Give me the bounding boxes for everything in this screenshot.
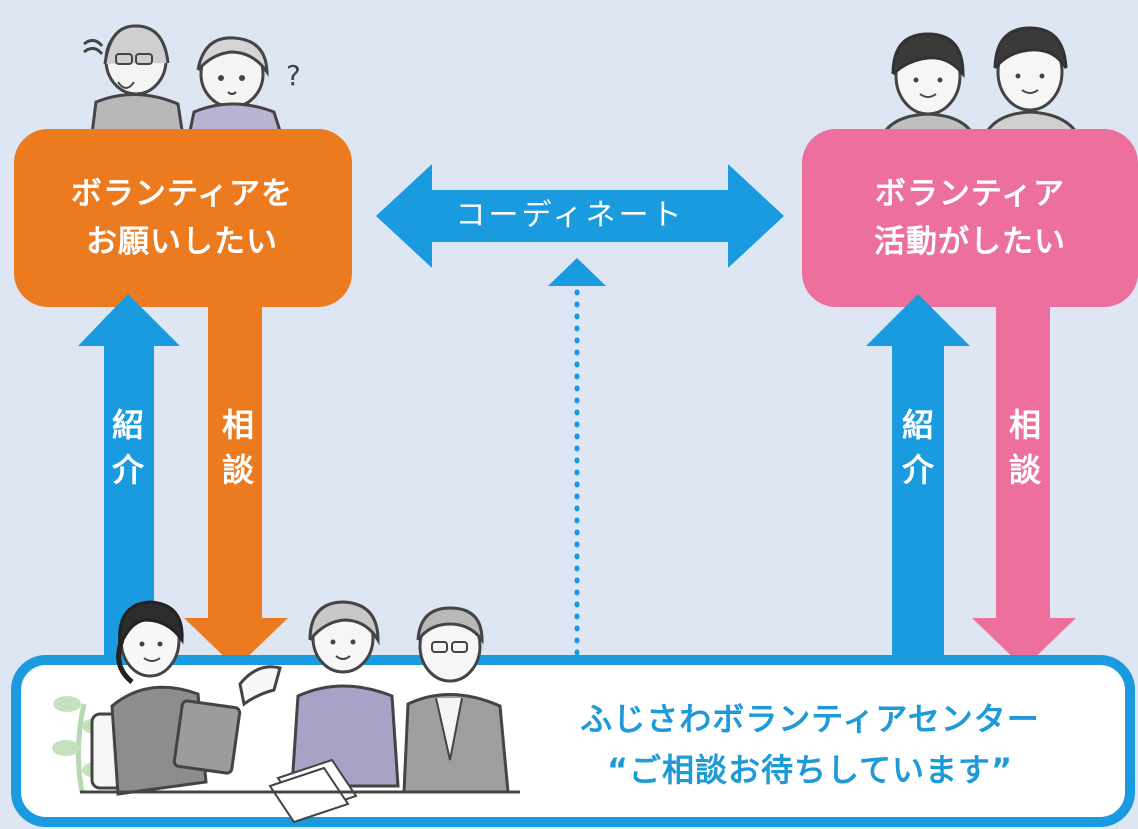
right-consult-label-2: 談 — [1008, 451, 1041, 489]
want-volunteer-line2: 活動がしたい — [874, 224, 1066, 260]
right-consult-label: 相 談 — [999, 403, 1051, 493]
left-consult-arrow — [184, 306, 288, 668]
papers-icon — [268, 758, 358, 824]
right-introduce-label: 紹 介 — [892, 403, 944, 493]
right-introduce-label-2: 介 — [901, 451, 934, 489]
dotted-link-arrow — [548, 258, 606, 657]
left-introduce-label: 紹 介 — [102, 403, 154, 493]
left-introduce-label-2: 介 — [111, 451, 144, 489]
coordination-label: コーディネート — [455, 198, 685, 233]
left-consult-label-2: 談 — [221, 451, 254, 489]
right-consult-arrow — [972, 306, 1076, 668]
left-consult-label: 相 談 — [212, 403, 264, 493]
right-consult-label-1: 相 — [1008, 406, 1041, 444]
right-introduce-arrow — [866, 294, 970, 662]
volunteer-center-quote: “ご相談お待ちしています” — [606, 751, 1014, 789]
right-introduce-label-1: 紹 — [901, 406, 934, 444]
consultation-scene-illustration — [52, 600, 520, 824]
request-volunteer-label: ボランティアを お願いしたい — [24, 170, 340, 266]
svg-text:?: ? — [286, 59, 301, 92]
request-volunteer-line1: ボランティアを — [70, 176, 294, 212]
request-volunteer-box — [14, 129, 352, 307]
left-introduce-arrow — [78, 294, 180, 662]
want-volunteer-box — [802, 129, 1138, 307]
coordination-double-arrow — [376, 164, 784, 268]
request-volunteer-line2: お願いしたい — [86, 224, 278, 260]
want-volunteer-line1: ボランティア — [874, 176, 1066, 212]
want-volunteer-label: ボランティア 活動がしたい — [808, 170, 1132, 266]
left-consult-label-1: 相 — [221, 406, 254, 444]
left-introduce-label-1: 紹 — [111, 406, 144, 444]
volunteer-center-title: ふじさわボランティアセンター — [580, 700, 1040, 738]
